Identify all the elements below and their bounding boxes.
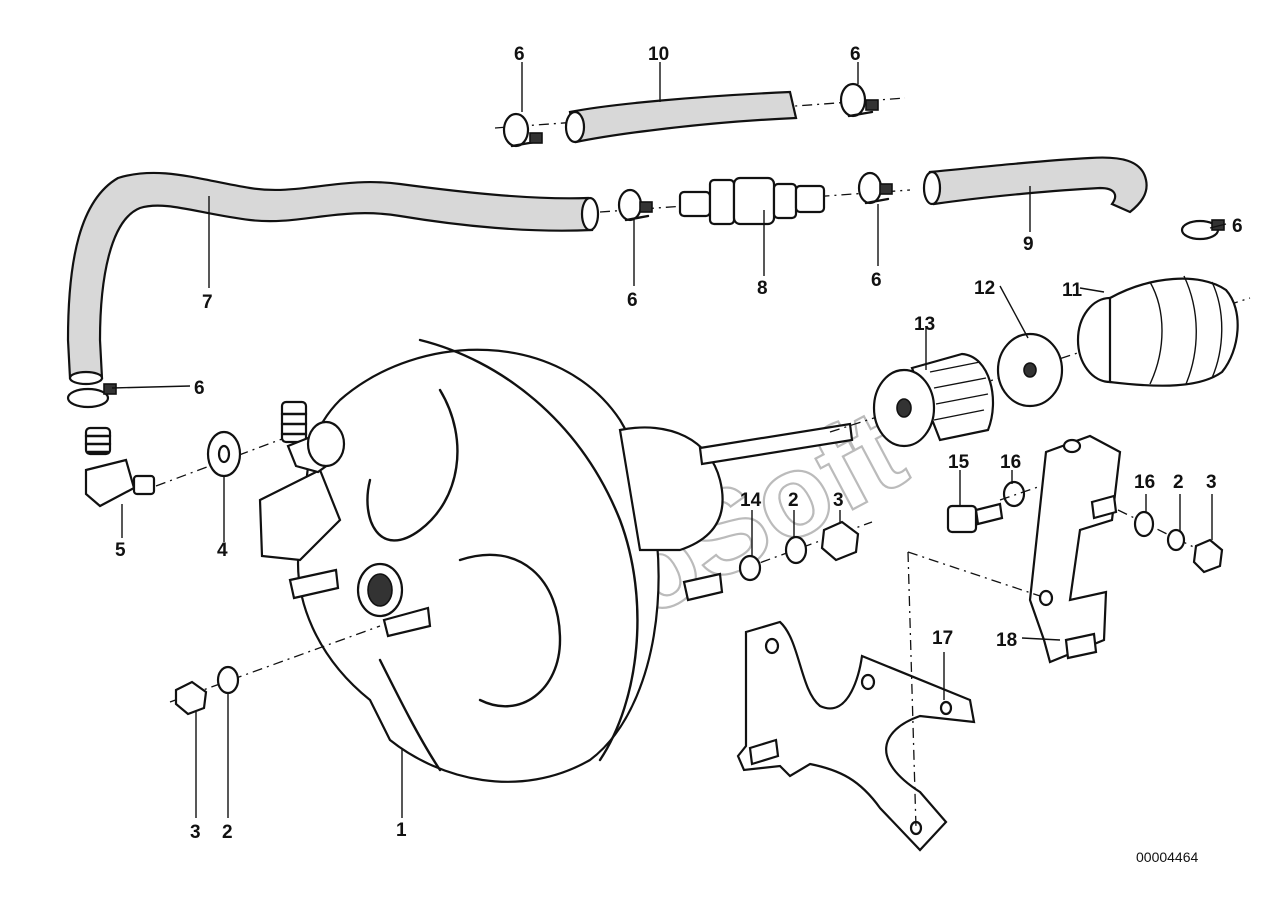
callout-6-top-left: 6: [514, 44, 525, 65]
check-valve-8: [678, 176, 826, 226]
nut-3-left: [174, 680, 208, 716]
callout-7: 7: [202, 292, 213, 313]
callout-6-left-end: 6: [194, 378, 205, 399]
washer-14: [738, 554, 762, 582]
leader-lines: [111, 62, 1227, 818]
washer-2-right: [1166, 528, 1186, 552]
washer-12: [996, 332, 1064, 408]
callout-3-right: 3: [1206, 472, 1217, 493]
callout-6-right-end: 6: [1232, 216, 1243, 237]
washer-4: [206, 430, 242, 478]
washer-16-upper: [1002, 480, 1026, 508]
callout-12: 12: [974, 278, 995, 299]
callout-18: 18: [996, 630, 1017, 651]
filter-13: [872, 352, 995, 448]
check-valve-row: [599, 171, 911, 226]
brake-booster-1: [258, 297, 1251, 783]
nut-3-mid: [820, 520, 860, 562]
callout-11: 11: [1062, 280, 1083, 301]
callout-4: 4: [217, 540, 228, 561]
clamp-6-mid-right: [857, 171, 893, 205]
clamp-6-mid-left: [617, 188, 653, 222]
callout-3-left: 3: [190, 822, 201, 843]
diagram-code: 00004464: [1136, 849, 1199, 865]
callout-3-mid: 3: [833, 490, 844, 511]
callout-2-left: 2: [222, 822, 233, 843]
bracket-18: [1028, 434, 1122, 664]
callout-6-mid-right: 6: [871, 270, 882, 291]
callout-16-upper: 16: [1000, 452, 1021, 473]
washer-16-right: [1133, 510, 1155, 538]
clamp-6-top-right: [839, 82, 879, 118]
bolt-15: [946, 502, 1004, 534]
callout-13: 13: [914, 314, 935, 335]
callout-8: 8: [757, 278, 768, 299]
callout-1: 1: [396, 820, 407, 841]
callout-16-right: 16: [1134, 472, 1155, 493]
washer-2-left: [216, 665, 240, 695]
callout-labels: 6 10 6 7 6 8 6 9 6 12 11 13 6 5 4 15 16 …: [115, 44, 1243, 843]
nut-3-right: [1192, 538, 1224, 574]
callout-15: 15: [948, 452, 970, 473]
hose-7-group: [66, 171, 600, 386]
hose-7: [66, 171, 594, 380]
washer-2-mid: [784, 535, 808, 565]
clamp-6-top-left: [502, 112, 543, 148]
mounting-plate-17: [736, 551, 1041, 852]
callout-14: 14: [740, 490, 762, 511]
callout-2-mid: 2: [788, 490, 799, 511]
hose-10-group: [494, 82, 906, 148]
callout-17: 17: [932, 628, 953, 649]
boot-11: [1076, 275, 1239, 387]
hose-10: [568, 90, 798, 144]
callout-2-right: 2: [1173, 472, 1184, 493]
callout-9: 9: [1023, 234, 1034, 255]
callout-6-top-right: 6: [850, 44, 861, 65]
callout-5: 5: [115, 540, 126, 561]
clamp-6-left-end: [66, 383, 117, 409]
callout-6-mid-left: 6: [627, 290, 638, 311]
clamp-6-right-end: [1180, 219, 1225, 241]
elbow-fitting-5: [84, 426, 307, 508]
hose-9: [928, 156, 1148, 214]
callout-10: 10: [648, 44, 669, 65]
hose-9-group: [922, 156, 1225, 241]
